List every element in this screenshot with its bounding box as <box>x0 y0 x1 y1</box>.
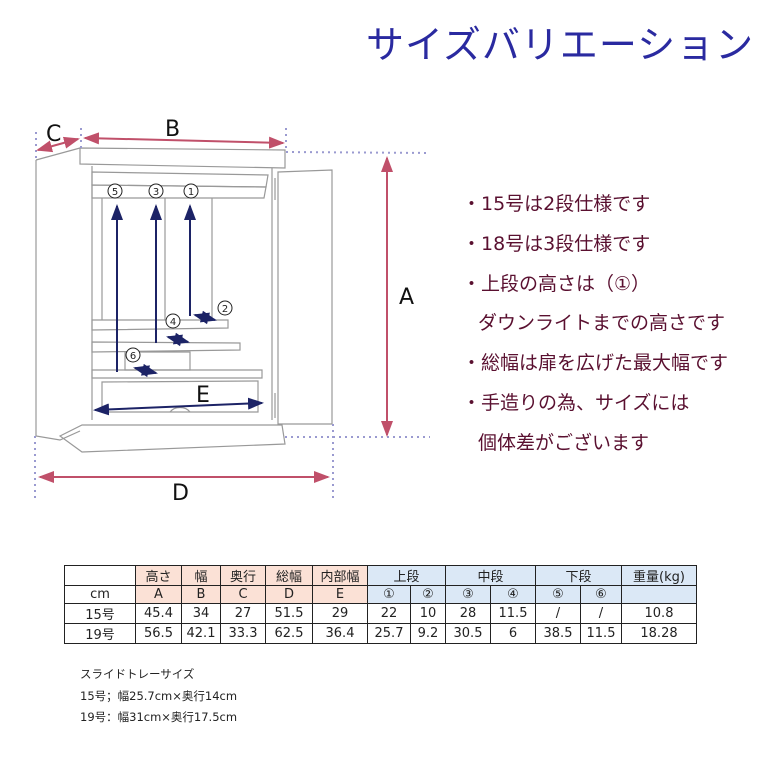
table-cell: 56.5 <box>135 623 182 644</box>
table-cell: 10 <box>410 603 446 624</box>
table-cell: 高さ <box>135 565 182 586</box>
table-cell: ① <box>367 585 411 604</box>
dimension-label-a: A <box>399 285 415 310</box>
slide-tray-sizes: スライドトレーサイズ 15号；幅25.7cm×奥行14cm 19号：幅31cm×… <box>80 664 237 729</box>
table-cell: 27 <box>220 603 266 624</box>
cabinet-diagram: 5 3 1 2 4 6 <box>34 128 431 498</box>
table-cell: 15号 <box>64 603 136 624</box>
table-cell: 18.28 <box>621 623 697 644</box>
page-title: サイズバリエーション <box>366 23 755 67</box>
note-item: ・15号は2段仕様です <box>462 193 651 215</box>
notes-list: ・15号は2段仕様です ・18号は3段仕様です ・上段の高さは（①） ダウンライ… <box>462 190 728 469</box>
size-spec-table: 高さ 幅 奥行 総幅 内部幅 上段 中段 下段 重量(kg) cm A B C … <box>64 565 697 644</box>
svg-text:4: 4 <box>170 317 176 328</box>
table-header-row: 高さ 幅 奥行 総幅 内部幅 上段 中段 下段 重量(kg) <box>64 565 697 586</box>
table-cell: 重量(kg) <box>621 565 697 586</box>
table-cell: 36.4 <box>312 623 368 644</box>
dimension-label-d: D <box>172 481 189 506</box>
table-cell: 33.3 <box>220 623 266 644</box>
table-cell: ⑥ <box>580 585 622 604</box>
table-cell: 幅 <box>181 565 221 586</box>
svg-text:1: 1 <box>188 187 194 198</box>
dimension-label-e: E <box>196 383 210 408</box>
table-cell: 奥行 <box>220 565 266 586</box>
table-cell: ④ <box>490 585 536 604</box>
tray-title: スライドトレーサイズ <box>80 667 195 681</box>
table-cell: E <box>312 585 368 604</box>
table-cell: 51.5 <box>265 603 313 624</box>
table-cell: 10.8 <box>621 603 697 624</box>
table-cell: 11.5 <box>490 603 536 624</box>
table-cell: 28 <box>445 603 491 624</box>
table-cell: / <box>535 603 581 624</box>
svg-text:2: 2 <box>222 304 228 315</box>
table-cell: 22 <box>367 603 411 624</box>
table-cell: 45.4 <box>135 603 182 624</box>
table-cell: cm <box>64 585 136 604</box>
table-cell: 38.5 <box>535 623 581 644</box>
note-item: ・総幅は扉を広げた最大幅です <box>462 352 729 375</box>
dimension-label-c: C <box>46 122 62 147</box>
table-cell: ② <box>410 585 446 604</box>
table-cell: 34 <box>181 603 221 624</box>
table-cell: C <box>220 585 266 604</box>
note-item: ・18号は3段仕様です <box>462 232 651 255</box>
table-cell: 内部幅 <box>312 565 368 586</box>
table-row: 15号 45.4 34 27 51.5 29 22 10 28 11.5 / /… <box>64 603 697 624</box>
table-cell: 総幅 <box>265 565 313 586</box>
table-cell: 9.2 <box>410 623 446 644</box>
table-cell: 25.7 <box>367 623 411 644</box>
table-cell: 中段 <box>445 565 536 586</box>
svg-text:3: 3 <box>153 187 159 198</box>
svg-text:5: 5 <box>112 187 118 198</box>
tray-line: 19号：幅31cm×奥行17.5cm <box>80 710 238 724</box>
note-item: ダウンライトまでの高さです <box>478 312 726 335</box>
table-cell: 11.5 <box>580 623 622 644</box>
table-cell: 19号 <box>64 623 136 644</box>
table-cell: ⑤ <box>535 585 581 604</box>
table-cell: / <box>580 603 622 624</box>
note-item: ・上段の高さは（①） <box>462 272 651 295</box>
table-cell: ③ <box>445 585 491 604</box>
table-cell: B <box>181 585 221 604</box>
table-cell: 下段 <box>535 565 622 586</box>
note-item: ・手造りの為、サイズには <box>462 391 690 414</box>
table-cell: 6 <box>490 623 536 644</box>
table-cell <box>621 585 697 604</box>
table-header-row: cm A B C D E ① ② ③ ④ ⑤ ⑥ <box>64 585 697 604</box>
table-cell: 42.1 <box>181 623 221 644</box>
note-item: 個体差がございます <box>478 431 650 454</box>
tray-line: 15号；幅25.7cm×奥行14cm <box>80 688 238 703</box>
table-cell: 30.5 <box>445 623 491 644</box>
table-cell: A <box>135 585 182 604</box>
svg-text:6: 6 <box>130 351 136 362</box>
table-cell: 29 <box>312 603 368 624</box>
table-cell: D <box>265 585 313 604</box>
table-cell <box>64 565 136 586</box>
table-row: 19号 56.5 42.1 33.3 62.5 36.4 25.7 9.2 30… <box>64 623 697 644</box>
table-cell: 上段 <box>367 565 446 586</box>
dimension-label-b: B <box>165 117 181 142</box>
table-cell: 62.5 <box>265 623 313 644</box>
